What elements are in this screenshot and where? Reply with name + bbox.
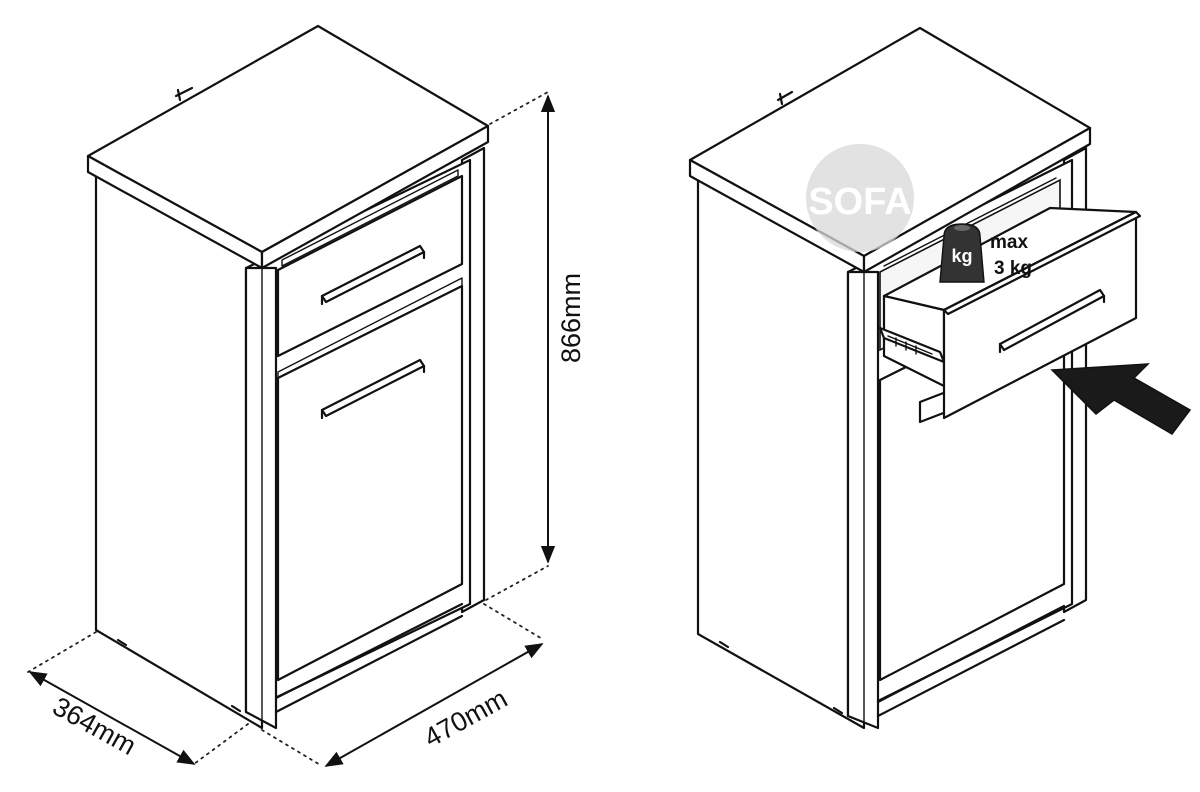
depth-label: 364mm xyxy=(48,691,141,761)
sofa-watermark-logo: SOFA xyxy=(806,144,914,252)
drawer-front xyxy=(276,174,464,358)
cabinet-open-drawer-view: kg max 3 kg SOFA xyxy=(688,26,1192,730)
depth-dimension-line xyxy=(28,671,196,765)
max-load-line2: 3 kg xyxy=(994,258,1032,279)
weight-icon: kg xyxy=(939,223,985,283)
watermark-text: SOFA xyxy=(808,181,911,223)
cabinet-closed-view: 866mm 470mm 364mm xyxy=(27,24,586,767)
width-dimension-line xyxy=(324,643,544,767)
max-load-line1: max xyxy=(990,232,1028,253)
weight-icon-label: kg xyxy=(951,246,972,266)
cabinet-left-frame xyxy=(244,266,278,730)
height-label: 866mm xyxy=(556,273,586,363)
width-label: 470mm xyxy=(419,683,512,753)
push-arrow xyxy=(1050,363,1192,435)
cabinet-side-panel-2 xyxy=(696,176,866,730)
